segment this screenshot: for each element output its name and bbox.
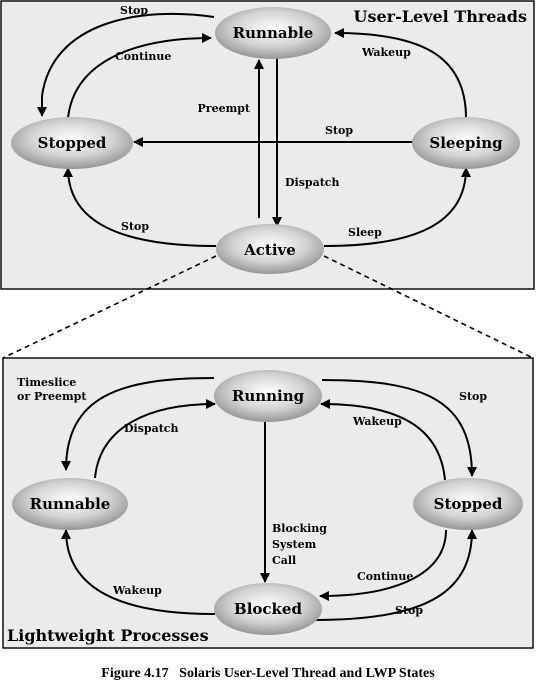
label-blocking-line2: System: [272, 538, 317, 551]
label-continue-lwp: Continue: [357, 570, 413, 583]
label-stop-active-to-stopped: Stop: [121, 220, 149, 233]
edge-stop-blocked-to-stopped: [315, 529, 477, 621]
state-runnable-user: Runnable: [215, 7, 331, 59]
label-blocking-line1: Blocking: [272, 522, 327, 535]
label-blocking-line3: Call: [272, 554, 296, 567]
state-runnable-user-label: Runnable: [233, 24, 314, 42]
label-wakeup-stopped-to-running: Wakeup: [352, 415, 402, 428]
edge-timeslice-or-preempt: [61, 377, 215, 471]
edge-stop-active-to-stopped: [63, 167, 217, 247]
state-active-user-label: Active: [243, 241, 296, 259]
label-stop-sleeping-to-stopped: Stop: [325, 124, 353, 137]
edge-wakeup-blocked-to-runnable: [61, 529, 216, 615]
zoom-line-right: [323, 255, 534, 359]
state-running-lwp: Running: [214, 370, 322, 422]
lwp-edges: Timeslice or Preempt Dispatch Stop Wakeu…: [17, 376, 487, 621]
label-preempt: Preempt: [198, 102, 251, 115]
zoom-line-left: [2, 255, 217, 359]
state-blocked-lwp-label: Blocked: [234, 600, 302, 618]
state-sleeping-user: Sleeping: [412, 117, 520, 169]
state-running-lwp-label: Running: [232, 387, 305, 405]
edge-wakeup-stopped-to-running: [320, 399, 446, 481]
label-continue: Continue: [115, 50, 171, 63]
label-wakeup: Wakeup: [361, 46, 411, 59]
edge-continue: [67, 33, 212, 119]
label-stop-runnable-to-stopped: Stop: [120, 4, 148, 17]
label-sleep: Sleep: [348, 226, 382, 239]
state-runnable-lwp-label: Runnable: [30, 495, 111, 513]
label-timeslice-line1: Timeslice: [17, 376, 76, 389]
state-stopped-user-label: Stopped: [38, 134, 107, 152]
label-stop-running-to-stopped: Stop: [459, 390, 487, 403]
state-blocked-lwp: Blocked: [214, 583, 322, 635]
user-edges: Stop Continue Wakeup Preempt Dispatch St…: [37, 4, 471, 247]
edge-dispatch-lwp: [94, 399, 216, 479]
edge-wakeup: [334, 28, 467, 119]
label-dispatch-lwp: Dispatch: [124, 422, 179, 435]
state-stopped-lwp: Stopped: [413, 478, 523, 530]
state-sleeping-user-label: Sleeping: [429, 134, 503, 152]
lwp-title: Lightweight Processes: [7, 626, 209, 645]
edge-stop-runnable-to-stopped: [37, 12, 215, 117]
label-dispatch: Dispatch: [285, 176, 340, 189]
state-stopped-lwp-label: Stopped: [434, 495, 503, 513]
label-wakeup-blocked-to-runnable: Wakeup: [112, 584, 162, 597]
edge-sleep: [323, 167, 471, 247]
label-timeslice-line2: or Preempt: [17, 390, 87, 403]
state-active-user: Active: [216, 224, 324, 274]
state-stopped-user: Stopped: [11, 117, 133, 169]
state-runnable-lwp: Runnable: [12, 478, 128, 530]
label-stop-blocked-to-stopped: Stop: [395, 604, 423, 617]
edge-stop-running-to-stopped: [321, 379, 477, 477]
figure-caption: Figure 4.17 Solaris User-Level Thread an…: [101, 666, 435, 681]
user-threads-title: User-Level Threads: [354, 7, 527, 26]
edge-continue-lwp: [319, 529, 447, 601]
